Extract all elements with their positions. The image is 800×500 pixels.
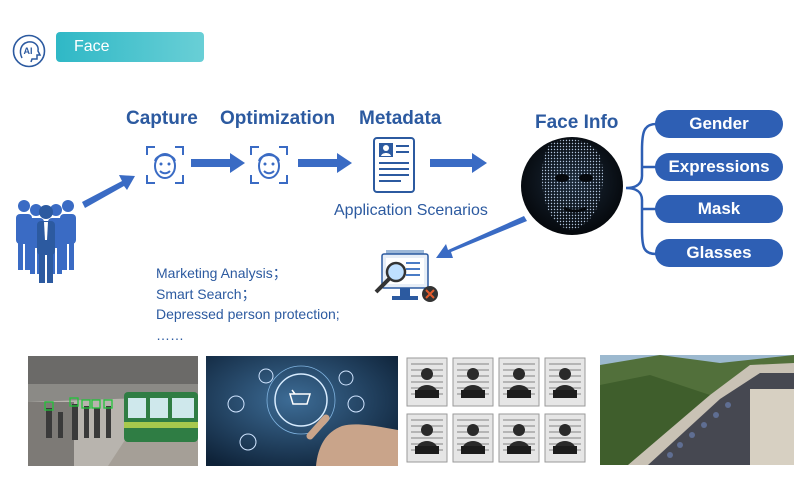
metadata-label: Metadata	[359, 108, 442, 129]
attribute-glasses: Glasses	[655, 239, 783, 267]
application-scenarios-label: Application Scenarios	[334, 202, 488, 219]
capture-label: Capture	[126, 108, 198, 129]
train-station-photo	[28, 356, 198, 466]
monitor-search-icon	[374, 250, 438, 302]
profile-card	[452, 413, 494, 463]
profile-card	[406, 357, 448, 407]
profile-card	[544, 357, 586, 407]
arrow-capture-to-optimization	[191, 153, 245, 173]
profile-card	[544, 413, 586, 463]
use-case-item: Marketing Analysis；	[156, 265, 287, 281]
profile-cards-photo	[406, 356, 592, 466]
arrow-people-to-capture	[82, 175, 135, 208]
people-group-icon	[16, 200, 76, 283]
face-info-label: Face Info	[535, 112, 619, 133]
use-cases-list: Marketing Analysis； Smart Search； Depres…	[156, 263, 340, 345]
attribute-bracket	[625, 122, 657, 256]
profile-card	[406, 413, 448, 463]
great-wall-crowd-photo	[600, 355, 794, 465]
profile-card	[498, 413, 540, 463]
use-case-item: Smart Search；	[156, 285, 256, 302]
profile-card	[498, 357, 540, 407]
face-scan-icon	[146, 146, 184, 184]
face-scan-icon	[250, 146, 288, 184]
ai-head-icon: AI	[12, 34, 46, 68]
profile-card	[452, 357, 494, 407]
attribute-mask: Mask	[655, 195, 783, 223]
arrow-optimization-to-metadata	[298, 153, 352, 173]
smart-tech-photo	[206, 356, 398, 466]
attribute-expressions: Expressions	[655, 153, 783, 181]
ai-logo-text: AI	[24, 46, 33, 56]
section-title: Face	[56, 32, 204, 62]
document-profile-icon	[373, 137, 415, 193]
use-case-item: ……	[156, 326, 184, 343]
attribute-gender: Gender	[655, 110, 783, 138]
use-case-item: Depressed person protection;	[156, 306, 340, 322]
arrow-faceinfo-to-scenarios	[436, 216, 527, 258]
optimization-label: Optimization	[220, 108, 336, 129]
face-mesh-icon	[521, 137, 623, 235]
arrow-metadata-to-faceinfo	[430, 153, 487, 173]
